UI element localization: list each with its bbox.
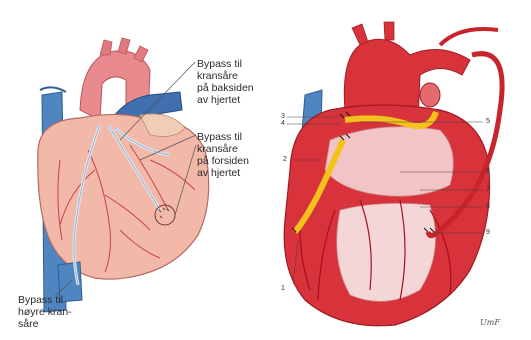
left-heart-body <box>38 114 209 279</box>
number-label-2: 2 <box>283 156 287 163</box>
right-heart-illustration <box>284 22 502 326</box>
number-label-9: 9 <box>486 229 490 236</box>
number-label-4: 4 <box>281 120 285 127</box>
number-label-3a: 3 <box>281 113 285 120</box>
label-bypass-back: Bypass til kransåre på baksiden av hjert… <box>197 58 254 106</box>
arterial-graft-top <box>440 29 498 45</box>
number-label-6: 6 <box>486 168 490 175</box>
label-bypass-front: Bypass til kransåre på forsiden av hjert… <box>197 131 249 179</box>
number-label-8: 8 <box>486 203 490 210</box>
number-label-5: 5 <box>486 118 490 125</box>
artist-signature: UmF <box>480 318 500 327</box>
right-ventricle-highlight <box>337 203 436 301</box>
left-heart-illustration <box>38 38 209 312</box>
number-label-1: 1 <box>281 285 285 292</box>
label-bypass-right-coronary: Bypass til høyre kran- såre <box>18 294 72 330</box>
number-label-7: 7 <box>486 186 490 193</box>
vena-cava-top <box>40 87 66 92</box>
aortic-ring <box>420 83 440 107</box>
